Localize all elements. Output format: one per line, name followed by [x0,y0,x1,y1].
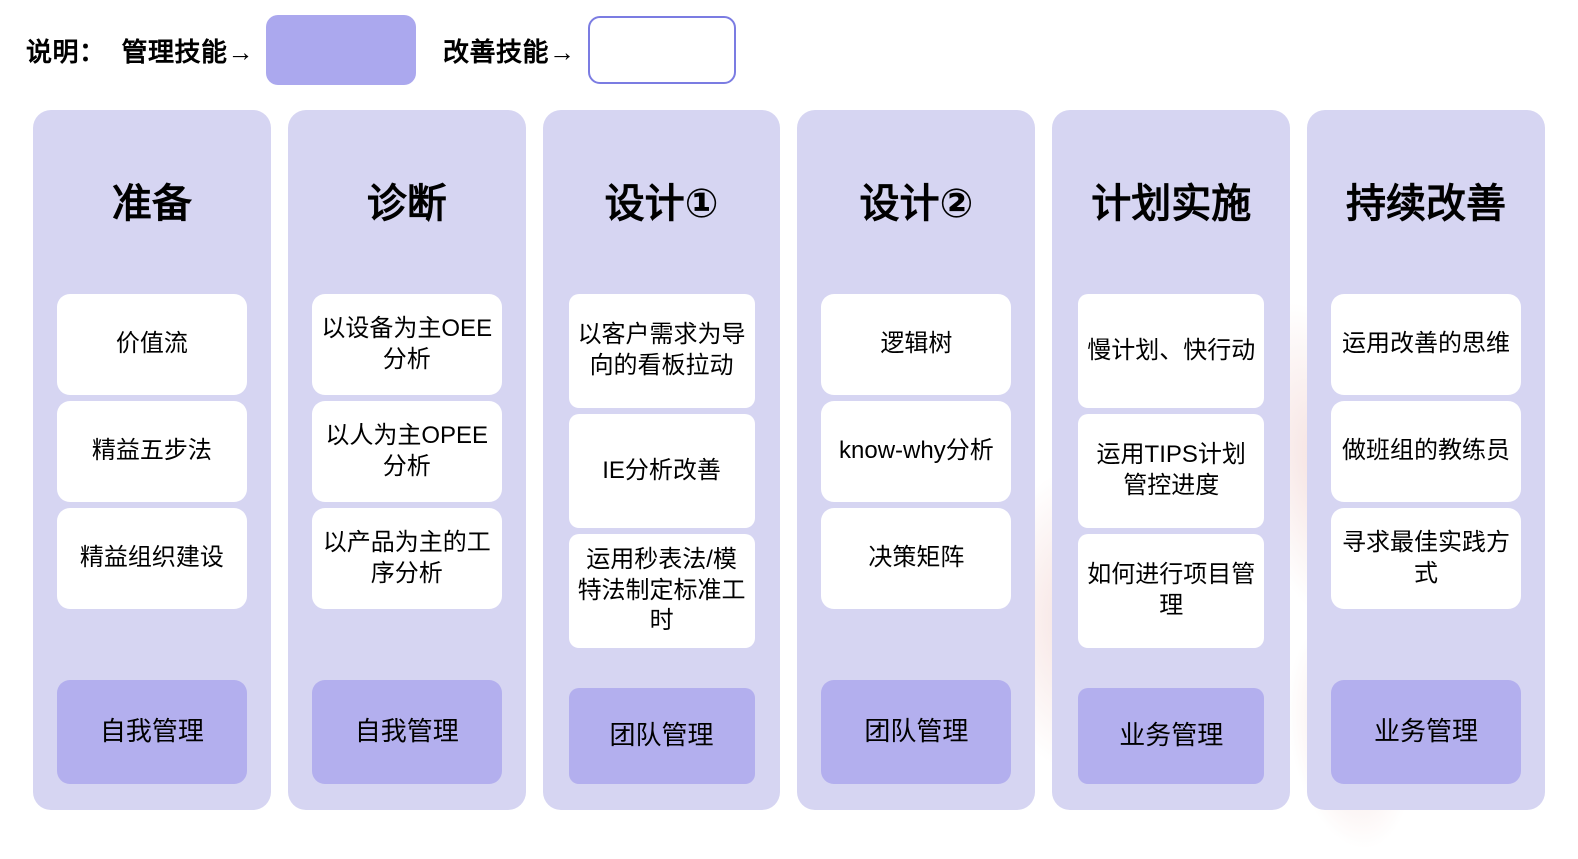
skill-card[interactable]: 运用改善的思维 [1331,294,1522,395]
column-title: 设计② [859,182,974,226]
management-skill-card[interactable]: 自我管理 [311,680,502,784]
column-title: 持续改善 [1346,182,1507,226]
management-skill-card[interactable]: 团队管理 [568,688,755,784]
phase-column-prepare: 准备 价值流 精益五步法 精益组织建设 自我管理 [33,110,271,810]
skill-card[interactable]: 价值流 [56,294,247,395]
card-list: 慢计划、快行动 运用TIPS计划管控进度 如何进行项目管理 [1052,294,1290,688]
skill-card[interactable]: 精益组织建设 [56,508,247,609]
legend-swatch-filled [266,15,417,85]
management-skill-card[interactable]: 业务管理 [1331,680,1522,784]
skill-card[interactable]: 逻辑树 [821,294,1012,395]
legend-label-improvement-skill: 改善技能→ [443,36,576,67]
column-title: 诊断 [366,182,447,226]
management-skill-card[interactable]: 业务管理 [1078,688,1265,784]
management-skill-card[interactable]: 团队管理 [821,680,1012,784]
phase-board: 准备 价值流 精益五步法 精益组织建设 自我管理 诊断 以设备为主OEE分析 以… [33,110,1545,810]
skill-card[interactable]: 精益五步法 [56,401,247,502]
management-skill-card[interactable]: 自我管理 [56,680,247,784]
legend-item-improvement-skill: 改善技能→ [443,16,736,84]
skill-card[interactable]: 以设备为主OEE分析 [311,294,502,395]
skill-card[interactable]: 决策矩阵 [821,508,1012,609]
skill-card[interactable]: 以人为主OPEE分析 [311,401,502,502]
card-list: 以客户需求为导向的看板拉动 IE分析改善 运用秒表法/模特法制定标准工时 [543,294,781,688]
phase-column-continuous-improvement: 持续改善 运用改善的思维 做班组的教练员 寻求最佳实践方式 业务管理 [1307,110,1545,810]
skill-card[interactable]: 寻求最佳实践方式 [1331,508,1522,609]
skill-card[interactable]: 运用秒表法/模特法制定标准工时 [568,534,755,648]
card-list: 价值流 精益五步法 精益组织建设 [33,294,271,680]
phase-column-design-2: 设计② 逻辑树 know-why分析 决策矩阵 团队管理 [797,110,1036,810]
card-list: 逻辑树 know-why分析 决策矩阵 [797,294,1035,680]
skill-card[interactable]: 以客户需求为导向的看板拉动 [568,294,755,408]
column-title: 设计① [604,182,719,226]
legend-label-management-skill: 管理技能→ [121,36,255,67]
skill-card[interactable]: IE分析改善 [568,414,755,528]
legend-swatch-outline [587,16,736,84]
skill-card[interactable]: know-why分析 [821,401,1012,502]
card-list: 运用改善的思维 做班组的教练员 寻求最佳实践方式 [1307,294,1545,680]
legend-item-management-skill: 管理技能→ [122,15,417,85]
skill-card[interactable]: 如何进行项目管理 [1078,534,1265,648]
phase-column-plan-execute: 计划实施 慢计划、快行动 运用TIPS计划管控进度 如何进行项目管理 业务管理 [1052,110,1291,810]
legend-prefix-label: 说明： [26,36,106,67]
skill-card[interactable]: 做班组的教练员 [1331,401,1522,502]
phase-column-diagnose: 诊断 以设备为主OEE分析 以人为主OPEE分析 以产品为主的工序分析 自我管理 [287,110,526,810]
skill-card[interactable]: 以产品为主的工序分析 [311,508,502,609]
column-title: 准备 [111,182,192,226]
skill-card[interactable]: 慢计划、快行动 [1078,294,1265,408]
legend-bar: 说明： 管理技能→ 改善技能→ [0,0,1578,100]
phase-column-design-1: 设计① 以客户需求为导向的看板拉动 IE分析改善 运用秒表法/模特法制定标准工时… [542,110,781,810]
column-title: 计划实施 [1091,182,1252,226]
skill-card[interactable]: 运用TIPS计划管控进度 [1078,414,1265,528]
card-list: 以设备为主OEE分析 以人为主OPEE分析 以产品为主的工序分析 [288,294,526,680]
